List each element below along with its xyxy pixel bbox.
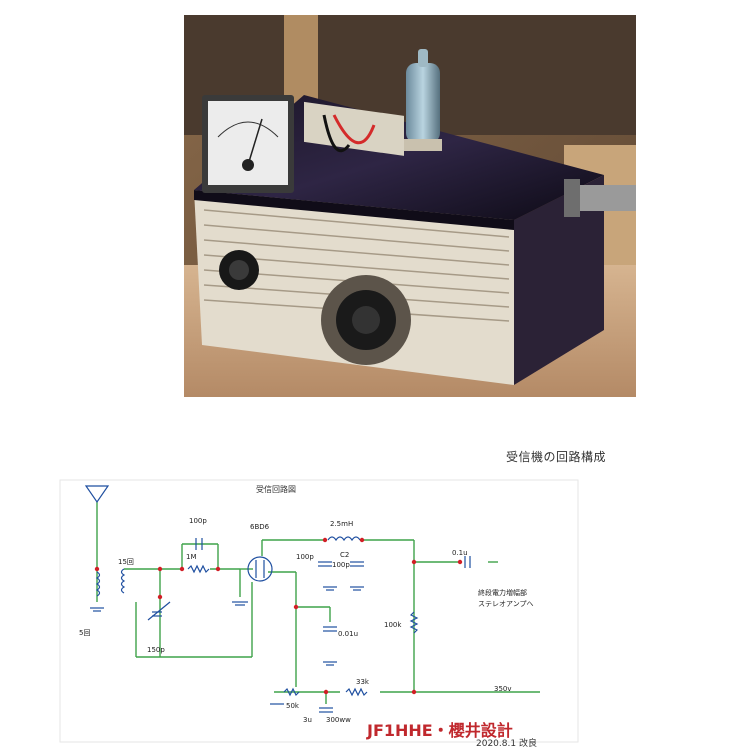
inductor-label: 2.5mH: [330, 520, 354, 528]
resistor-1m-label: 1M: [186, 553, 197, 561]
r-plate-label: 100k: [384, 621, 402, 629]
receiver-schematic: [59, 479, 579, 743]
cap-top-label: 100p: [189, 517, 207, 525]
photo-caption: 受信機の回路構成: [506, 450, 607, 464]
note-line2: ステレオアンプへ: [478, 600, 534, 608]
tube-label: 6BD6: [250, 523, 270, 531]
supply-label: 350v: [494, 685, 512, 693]
r-33k-label: 33k: [356, 678, 369, 686]
cap-left-label: 100p: [296, 553, 314, 561]
cap-c2-label: 100p: [332, 561, 350, 569]
schematic-title: 受信回路図: [256, 485, 296, 494]
cap-001-label: 0.01u: [338, 630, 359, 638]
coil-5-label: 5回: [79, 629, 91, 637]
note-line1: 終段電力増幅部: [478, 589, 527, 597]
var-cap-label: 150p: [147, 646, 165, 654]
coil-15-label: 15回: [118, 558, 134, 566]
r-50k-label: 50k: [286, 702, 299, 710]
r-300ww-label: 300ww: [326, 716, 351, 724]
c2-label: C2: [340, 551, 350, 559]
radio-photo: [184, 15, 636, 397]
cap-out-label: 0.1u: [452, 549, 468, 557]
designer-signature: JF1HHE・櫻井設計: [367, 721, 513, 740]
cap-3u-label: 3u: [303, 716, 312, 724]
design-date: 2020.8.1 改良: [476, 739, 537, 749]
